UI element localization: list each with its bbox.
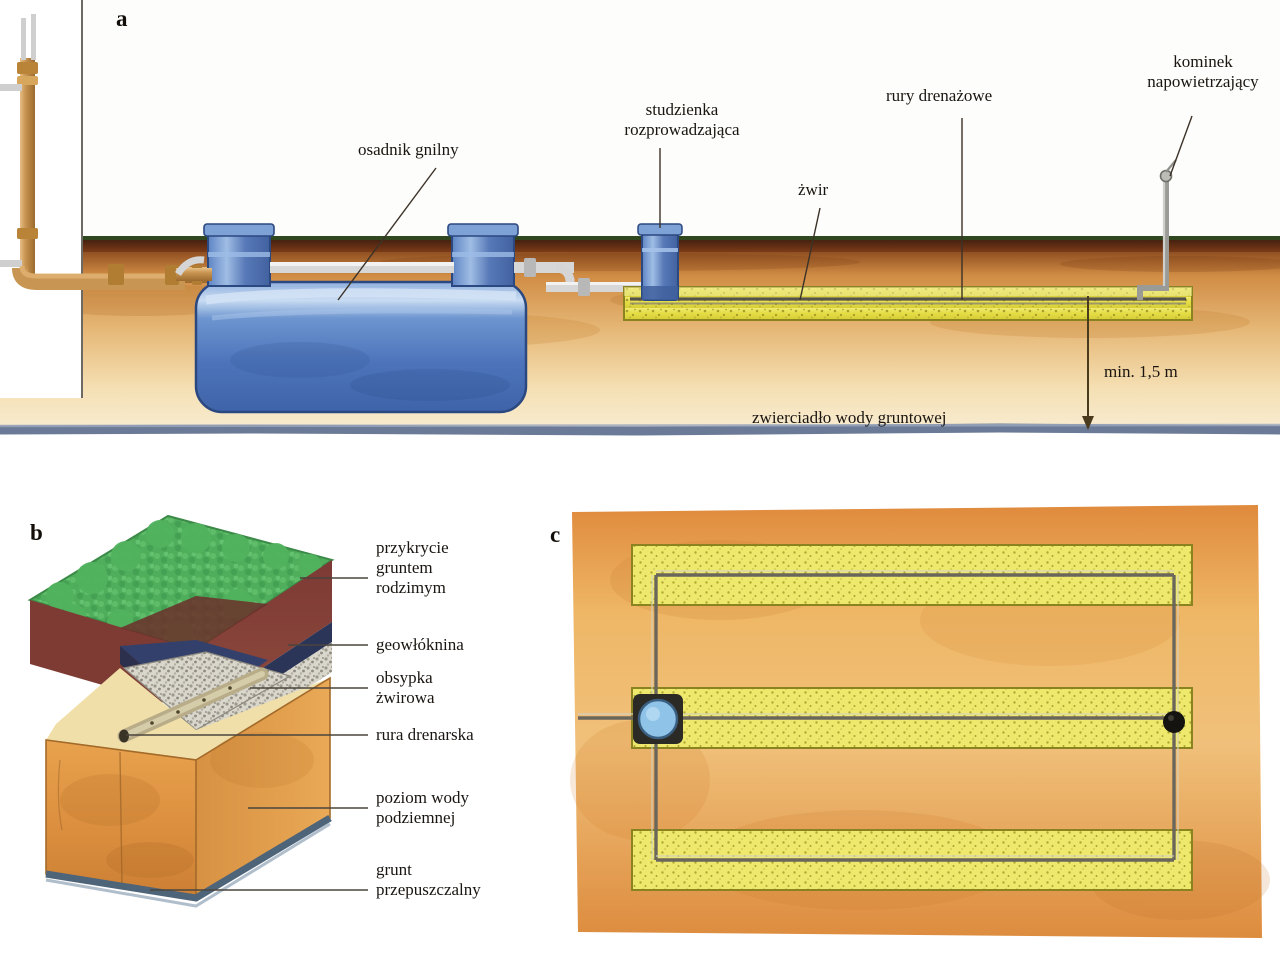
label-gravel: żwir	[798, 180, 829, 199]
label-septic-tank: osadnik gnilny	[358, 140, 459, 159]
label-native-soil-cover: przykrycie gruntem rodzimym	[376, 538, 449, 597]
panel-letter-a: a	[116, 6, 128, 31]
vent-chimney	[1137, 159, 1177, 300]
depth-dimension	[1082, 296, 1094, 430]
label-distribution-well: studzienka rozprowadzająca	[624, 100, 740, 139]
panel-b-cutaway-block	[27, 514, 368, 908]
grass-surface	[30, 516, 332, 650]
label-gravel-backfill: obsypka żwirowa	[376, 668, 435, 707]
gravel-backfill-top	[124, 652, 290, 730]
label-groundwater-level: poziom wody podziemnej	[376, 788, 470, 827]
vent-marker-plan	[1163, 711, 1185, 733]
label-permeable-ground: grunt przepuszczalny	[376, 860, 481, 899]
permeable-cut-face	[46, 668, 330, 760]
label-min-depth: min. 1,5 m	[1104, 362, 1178, 381]
inlet-pipe	[578, 713, 640, 720]
panel-letter-b: b	[30, 520, 43, 545]
distribution-well	[637, 223, 683, 301]
label-geotextile: geowłóknina	[376, 635, 464, 654]
panel-b-leader-lines	[126, 577, 368, 891]
panel-letter-c: c	[550, 522, 561, 547]
label-drain-pipe: rura drenarska	[376, 725, 474, 744]
label-vent-chimney: kominek napowietrzający	[1147, 52, 1259, 91]
vertical-drain-pipe	[0, 14, 38, 280]
permeable-ground-side	[196, 678, 330, 898]
panel-a-cross-section	[0, 0, 1280, 436]
septic-tank	[194, 223, 528, 414]
panel-a-leader-lines	[337, 115, 1193, 301]
panel-c-plan-view	[570, 505, 1270, 938]
drainage-trench	[623, 286, 1193, 321]
label-groundwater-table: zwierciadło wody gruntowej	[752, 408, 947, 427]
distribution-well-plan	[633, 694, 683, 744]
label-drainage-pipes: rury drenażowe	[886, 86, 993, 105]
drain-pipe-3d	[117, 667, 269, 743]
groundwater-table-line	[0, 423, 1280, 436]
